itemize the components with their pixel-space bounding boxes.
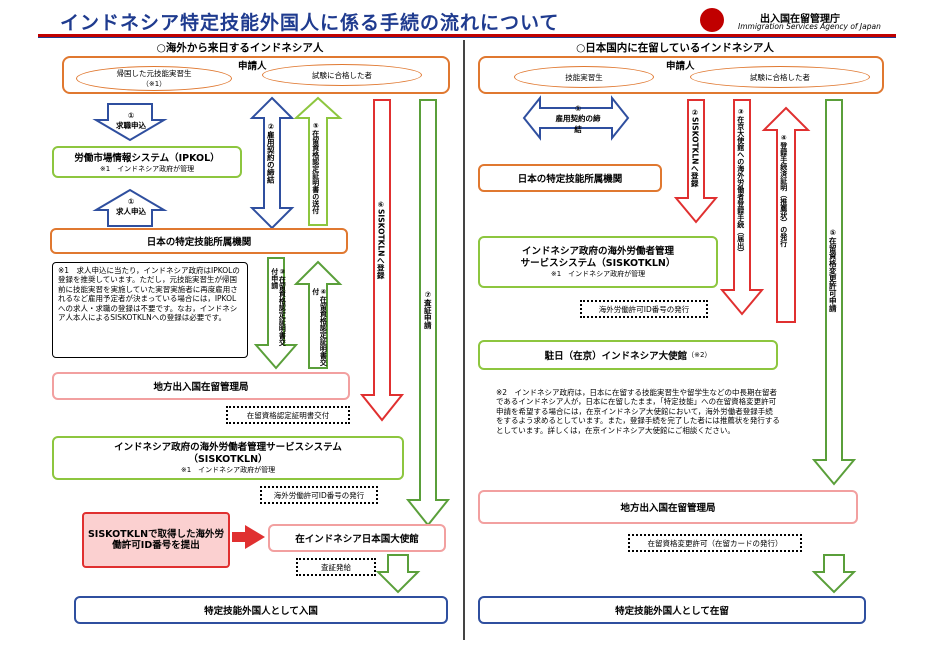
agency-logo-icon [700, 8, 724, 32]
right-arrow1-text: 雇用契約の締結 [555, 114, 601, 134]
right-permit-issue: 海外労働許可ID番号の発行 [580, 300, 708, 318]
left-siskotkln-note: ※1 インドネシア政府が管理 [180, 465, 276, 474]
right-arrow5-label: ⑤在留資格変更許可申請 [828, 228, 838, 312]
left-arrow5-label: ⑤在留資格認定証明書の送付 [311, 122, 320, 214]
right-arrow-final [811, 554, 857, 594]
header-rule [38, 34, 896, 37]
right-siskotkln-line1: インドネシア政府の海外労働者管理 [521, 245, 674, 257]
left-arrow7 [405, 99, 451, 527]
right-change-permit: 在留資格変更許可（在留カードの発行） [628, 534, 802, 552]
right-note2: ※2 インドネシア政府は，日本に在留する技能実習生や留学生などの中長期在留者であ… [496, 388, 780, 435]
left-arrow1-top-num: ① [127, 111, 135, 120]
right-siskotkln-note: ※1 インドネシア政府が管理 [550, 269, 646, 278]
right-bureau-box: 地方出入国在留管理局 [478, 490, 858, 524]
left-coe-issue: 在留資格認定証明書交付 [226, 406, 350, 424]
left-arrow4-label: ④在留資格認定証明書交付 [311, 288, 328, 366]
right-arrow1-label: ① 雇用契約の締結 [552, 104, 604, 135]
right-arrow2-label: ②SISKOTKLNへ登録 [690, 108, 700, 187]
left-note1: ※1 求人申込に当たり，インドネシア政府はIPKOLの登録を推奨しています。ただ… [52, 262, 248, 358]
left-arrow5 [293, 96, 343, 226]
left-oval-former-trainee: 帰国した元技能実習生 （※1） [76, 66, 232, 91]
right-arrow4-label: ④登録手続済証明（推薦状）の発行 [779, 134, 788, 247]
right-embassy-note: （※2） [687, 351, 712, 359]
right-oval-test-passed: 試験に合格した者 [690, 66, 870, 88]
right-embassy-name: 駐日（在京）インドネシア大使館 [544, 351, 688, 362]
left-siskotkln-line1: インドネシア政府の海外労働者管理サービスシステム [114, 441, 342, 453]
left-submit-id-box: SISKOTKLNで取得した海外労働許可ID番号を提出 [82, 512, 230, 568]
right-arrow4 [761, 106, 811, 323]
left-arrow-final [375, 554, 421, 594]
right-section-title: ○日本国内に在留しているインドネシア人 [576, 42, 774, 54]
right-oval-trainee: 技能実習生 [514, 66, 654, 88]
page-title: インドネシア特定技能外国人に係る手続の流れについて [60, 12, 560, 34]
ipkol-box: 労働市場情報システム（IPKOL） ※1 インドネシア政府が管理 [52, 146, 242, 178]
left-arrow1-top-text: 求職申込 [116, 121, 146, 130]
right-arrow5 [811, 99, 857, 486]
right-org-box: 日本の特定技能所属機関 [478, 164, 662, 192]
right-embassy-box: 駐日（在京）インドネシア大使館 （※2） [478, 340, 778, 370]
left-arrow2-label: ②雇用契約の締結 [266, 122, 276, 184]
left-arrow6 [359, 99, 405, 422]
left-arrow1-bottom [92, 188, 168, 227]
left-oval-test-passed: 試験に合格した者 [262, 64, 422, 86]
left-final-box: 特定技能外国人として入国 [74, 596, 448, 624]
agency-name-en: Immigration Services Agency of Japan [738, 22, 881, 31]
left-arrow1-bottom-label: ① 求人申込 [116, 197, 146, 217]
left-arrow4 [293, 260, 343, 369]
left-arrow7-label: ⑦査証申請 [423, 290, 433, 329]
left-oval1-line1: 帰国した元技能実習生 [116, 69, 192, 78]
right-arrow3-label: ③在京大使館への海外労働者登録手続（届出） [736, 108, 745, 256]
right-final-box: 特定技能外国人として在留 [478, 596, 866, 624]
left-visa-issue: 査証発給 [296, 558, 376, 576]
right-arrow1-num: ① [574, 104, 582, 113]
left-arrow1-top [92, 103, 168, 142]
left-arrow1-top-label: ① 求職申込 [116, 111, 146, 131]
left-oval1-line2: （※1） [141, 80, 167, 88]
right-siskotkln-line2: サービスシステム（SISKOTKLN） [520, 257, 676, 269]
left-siskotkln-line2: （SISKOTKLN） [188, 453, 268, 465]
ipkol-title: 労働市場情報システム（IPKOL） [74, 153, 220, 164]
right-applicant-label: 申請人 [666, 61, 695, 72]
agency-name-ja: 出入国在留管理庁 [760, 14, 840, 25]
left-arrow3 [253, 257, 299, 370]
left-permit-issue: 海外労働許可ID番号の発行 [260, 486, 378, 504]
ipkol-note: ※1 インドネシア政府が管理 [99, 165, 195, 173]
column-divider [463, 40, 465, 640]
left-arrow6-label: ⑥SISKOTKLNへ登録 [376, 200, 386, 279]
left-embassy-box: 在インドネシア日本国大使館 [268, 524, 446, 552]
right-arrow3 [719, 99, 765, 316]
left-section-title: ○海外から来日するインドネシア人 [156, 42, 324, 54]
header-rule-thin [38, 37, 896, 38]
right-siskotkln-box: インドネシア政府の海外労働者管理 サービスシステム（SISKOTKLN） ※1 … [478, 236, 718, 288]
left-arrow-redbox [232, 525, 265, 549]
right-arrow2 [673, 99, 719, 224]
left-org-box: 日本の特定技能所属機関 [50, 228, 348, 254]
left-applicant-label: 申請人 [238, 61, 267, 72]
right-arrow1-shape [522, 95, 630, 141]
left-arrow1-bottom-num: ① [127, 197, 135, 206]
left-bureau-box: 地方出入国在留管理局 [52, 372, 350, 400]
left-arrow1-bottom-text: 求人申込 [116, 207, 146, 216]
left-arrow3-label: ③在留資格認定証明書交付申請 [270, 268, 287, 346]
left-siskotkln-box: インドネシア政府の海外労働者管理サービスシステム （SISKOTKLN） ※1 … [52, 436, 404, 480]
